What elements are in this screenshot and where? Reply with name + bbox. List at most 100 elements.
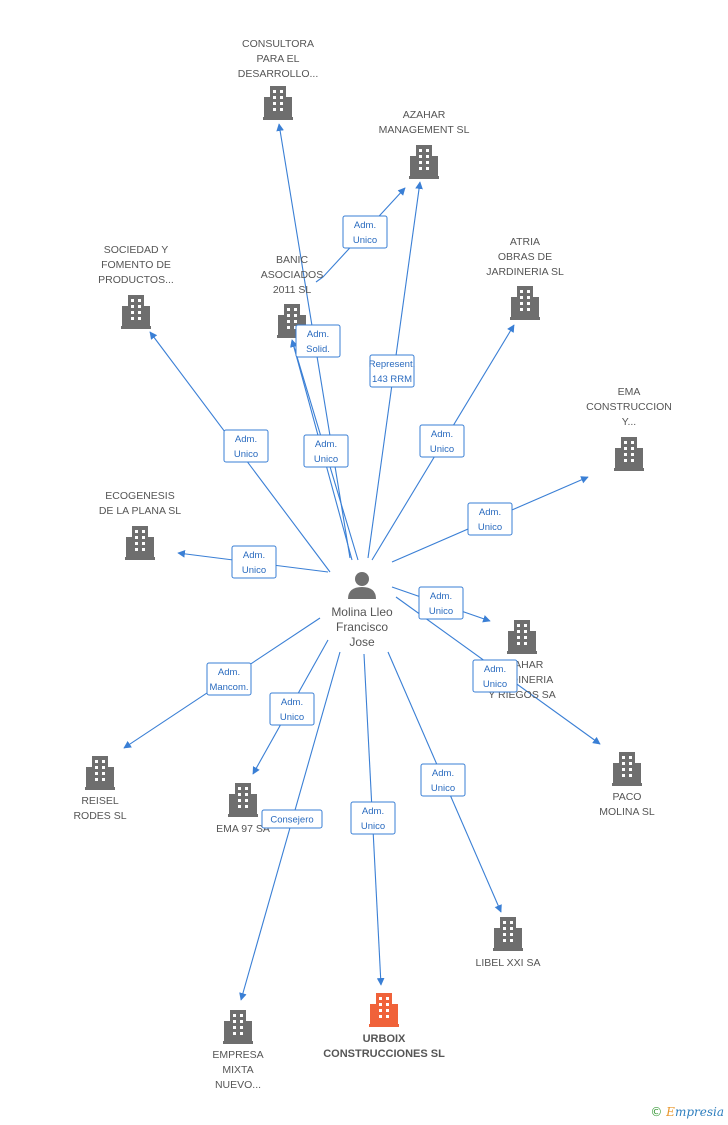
node-libel[interactable]: LIBEL XXI SA	[476, 917, 541, 969]
node-label: MIXTA	[222, 1064, 253, 1076]
edge-label-box	[419, 424, 465, 458]
node-urboix[interactable]: URBOIX CONSTRUCCIONES SL	[323, 993, 445, 1060]
node-label: DESARROLLO...	[238, 68, 319, 80]
edge-label-text: Adm.	[307, 329, 329, 340]
node-label: EMA 97 SA	[216, 823, 270, 835]
edge-label-box	[418, 586, 464, 620]
edge-label-text: Consejero	[270, 815, 313, 826]
node-label: Y...	[622, 416, 636, 428]
node-label: FOMENTO DE	[101, 259, 171, 271]
building-icon	[223, 1010, 253, 1044]
building-icon	[507, 620, 537, 654]
node-ema-97[interactable]: EMA 97 SA	[216, 783, 270, 835]
node-label: DE LA PLANA SL	[99, 505, 181, 517]
edge-label[interactable]: Adm.Unico	[420, 763, 466, 797]
edge-label[interactable]: Adm.Unico	[303, 434, 349, 468]
building-icon	[612, 752, 642, 786]
edge-label-text: Unico	[429, 606, 453, 617]
building-icon	[121, 295, 151, 329]
edge-label-text: Represent.	[369, 359, 415, 370]
edge-label-text: Adm.	[479, 507, 501, 518]
node-consultora[interactable]: CONSULTORA PARA EL DESARROLLO...	[238, 38, 319, 120]
building-icon	[493, 917, 523, 951]
edge-label-text: Adm.	[315, 439, 337, 450]
edge-label[interactable]: Represent. 143 RRM	[369, 354, 415, 388]
edge-label-text: Mancom.	[209, 682, 248, 693]
edge-label-text: Solid.	[306, 344, 330, 355]
edge-label-box	[261, 809, 323, 829]
node-label: CONSULTORA	[242, 38, 314, 50]
edge-label[interactable]: Adm. Unico	[231, 545, 277, 579]
copyright-icon: ©	[650, 1105, 663, 1119]
edge-label[interactable]: Adm. Unico	[472, 659, 518, 693]
node-label: URBOIX	[363, 1033, 406, 1045]
edge-label-box	[369, 354, 415, 388]
edge-label-box	[295, 324, 341, 358]
edge-label-text: Adm.	[431, 429, 453, 440]
edge-label[interactable]: Adm. Solid.	[295, 324, 341, 358]
edge-label[interactable]: Adm. Unico	[269, 692, 315, 726]
edge-label-box	[303, 434, 349, 468]
node-label: EMPRESA	[212, 1049, 263, 1061]
edge-label[interactable]: Adm. Unico	[419, 424, 465, 458]
node-label: CONSTRUCCION	[586, 401, 672, 413]
node-label: LIBEL XXI SA	[476, 957, 541, 969]
edge-label[interactable]: Adm. Unico	[418, 586, 464, 620]
edge-label-text: Unico	[280, 712, 304, 723]
edge-label-box	[342, 215, 388, 249]
edge-label-text: Adm.	[281, 697, 303, 708]
node-label: 2011 SL	[273, 284, 311, 296]
node-label: EMA	[618, 386, 641, 398]
edge-label-text: Adm.	[484, 664, 506, 675]
node-label: AZAHAR	[403, 109, 446, 121]
edge-label-text: Adm.	[430, 591, 452, 602]
node-label: PACO	[613, 791, 642, 803]
edge-label-box	[269, 692, 315, 726]
edge-label[interactable]: Adm.Unico	[467, 502, 513, 536]
edge-label[interactable]: Adm. Unico	[223, 429, 269, 463]
edge-label-text: Unico	[483, 679, 507, 690]
edge-label-text: Adm.	[362, 806, 384, 817]
node-label: CONSTRUCCIONES SL	[323, 1048, 445, 1060]
node-label: ATRIA	[510, 236, 540, 248]
brand-logo: © Empresia	[650, 1105, 724, 1119]
node-empresa-mixta[interactable]: EMPRESA MIXTA NUEVO...	[212, 1010, 264, 1091]
node-label: NUEVO...	[215, 1079, 261, 1091]
edge-label-text: Unico	[234, 449, 258, 460]
edge-label-text: Adm.	[218, 667, 240, 678]
edge-label[interactable]: Adm.Unico	[350, 801, 396, 835]
node-ema-construccion[interactable]: EMA CONSTRUCCION Y...	[586, 386, 672, 471]
edge-label[interactable]: Consejero	[261, 809, 323, 829]
edge-label-text: Unico	[242, 565, 266, 576]
edge-label[interactable]: Adm.Unico	[342, 215, 388, 249]
edge-label-text: Adm.	[243, 550, 265, 561]
building-icon	[85, 756, 115, 790]
node-label: MANAGEMENT SL	[379, 124, 470, 136]
building-icon	[369, 993, 399, 1027]
node-azahar-management[interactable]: AZAHAR MANAGEMENT SL	[379, 109, 470, 179]
node-label: ASOCIADOS	[261, 269, 323, 281]
person-icon	[348, 572, 376, 599]
center-name: Molina Lleo	[331, 605, 393, 619]
node-label: PARA EL	[257, 53, 300, 65]
edge-label[interactable]: Adm. Mancom.	[206, 662, 252, 696]
node-label: RODES SL	[73, 810, 126, 822]
edge-label-text: Unico	[430, 444, 454, 455]
edge-label-text: 143 RRM	[372, 374, 412, 385]
edge-label-box	[472, 659, 518, 693]
edge-label-text: Adm.	[235, 434, 257, 445]
edge-label-text: Adm.	[354, 220, 376, 231]
node-label: SOCIEDAD Y	[104, 244, 169, 256]
center-name: Francisco	[336, 620, 388, 634]
edge-label-text: Unico	[431, 783, 455, 794]
edge-label-box	[420, 763, 466, 797]
node-label: OBRAS DE	[498, 251, 552, 263]
